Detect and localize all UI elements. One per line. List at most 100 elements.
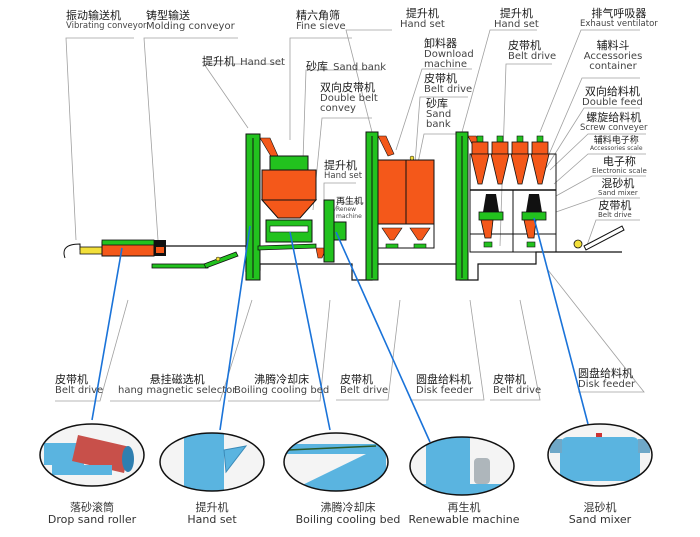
- label-mid-belt-drive-3: 皮带机 Belt drive: [493, 373, 542, 396]
- caption-drop-sand-roller: 落砂滚筒 Drop sand roller: [47, 501, 137, 527]
- leader-low-disk-2: [547, 269, 645, 393]
- elevator-1: [245, 133, 279, 281]
- hopper-cone: [530, 153, 550, 185]
- caption-cooling-bed: 沸腾冷却床 Boiling cooling bed: [295, 501, 401, 527]
- sand-bank-box: [261, 169, 317, 201]
- sand-mixer-icon: [547, 423, 653, 487]
- cooling-bed-panel: [269, 225, 309, 233]
- hopper-cone: [510, 153, 530, 185]
- ventilator-cap: [536, 135, 544, 143]
- caption-hand-set: 提升机 Hand set: [187, 501, 237, 527]
- drum-roller-icon: [39, 423, 145, 487]
- label-handset-1: 提升机 Hand set: [202, 55, 285, 68]
- disk-feeder-left: [385, 243, 399, 249]
- label-mid-disk-feeder: 圆盘给料机 Disk feeder: [416, 373, 474, 396]
- photo-links: [91, 217, 589, 443]
- label-sand-bank-2: 砂库 Sand bank: [426, 97, 452, 131]
- sand-bank-silo: [377, 155, 435, 249]
- link-handset: [219, 225, 251, 431]
- accessory-hopper: [490, 135, 510, 185]
- leader-accessories-container: [543, 77, 640, 167]
- leader-elec-scale: [555, 175, 646, 197]
- caption-sand-mixer: 混砂机 Sand mixer: [568, 501, 632, 527]
- roller-drum: [72, 435, 130, 473]
- bed-top: [286, 444, 386, 454]
- roller-mouth: [122, 446, 134, 472]
- elevator-3-chute: [377, 135, 395, 157]
- disk-feeder-right: [413, 243, 427, 249]
- scale-body: [483, 194, 499, 212]
- elevator-chute: [223, 445, 248, 474]
- leader-vibrating-conveyor: [65, 37, 134, 241]
- ventilator-cap: [476, 135, 484, 143]
- accessory-hopper: [470, 135, 490, 185]
- elevator-icon: [159, 432, 265, 492]
- label-accessories-scale: 辅料电子称 Accessories scale: [590, 136, 643, 153]
- molding-conveyor: [151, 251, 239, 269]
- elevator-2-column: [323, 199, 335, 263]
- label-sand-bank: 砂库 Sand bank: [306, 60, 387, 73]
- label-handset-3: 提升机 Hand set: [494, 7, 539, 30]
- label-accessories-container: 辅料斗 Accessories container: [583, 39, 643, 73]
- leader-screw: [549, 133, 646, 171]
- leader-fine-sieve: [289, 37, 352, 140]
- renew-machine: [333, 221, 347, 241]
- label-mid-belt-drive: 皮带机 Belt drive: [55, 373, 104, 396]
- renew-motor: [474, 458, 490, 484]
- label-exhaust: 排气呼吸器 Exhaust ventilator: [580, 7, 658, 29]
- label-mid-disk-feeder-2: 圆盘给料机 Disk feeder: [578, 367, 636, 390]
- label-handset-4: 提升机 Hand set: [324, 159, 363, 181]
- bed-body: [288, 454, 386, 491]
- leader-low-magnetic: [110, 299, 253, 402]
- leader-sand-mixer: [555, 197, 640, 213]
- double-belt: [257, 243, 317, 251]
- belt-incline: [203, 251, 239, 269]
- leader-low-belt-drive: [55, 299, 129, 402]
- hopper-cone: [470, 153, 490, 185]
- hopper-body: [471, 141, 489, 155]
- leader-low-belt-2: [336, 299, 401, 401]
- elevator-1-chute: [259, 137, 279, 159]
- ventilator-cap: [516, 135, 524, 143]
- link-renewable: [335, 231, 431, 443]
- belt-low: [151, 263, 209, 269]
- label-molding-conveyor: 铸型输送 Molding conveyor: [146, 9, 235, 32]
- ventilator-cap: [496, 135, 504, 143]
- label-double-feed: 双向给料机 Double feed: [582, 85, 643, 108]
- sieve-and-bank: [257, 155, 327, 259]
- label-mid-belt-drive-2: 皮带机 Belt drive: [340, 373, 389, 396]
- leader-sand-bank: [301, 69, 382, 191]
- sand-mixers: [478, 194, 547, 248]
- silo-cone-right: [409, 227, 431, 241]
- drum-top: [101, 239, 155, 246]
- output-roller: [573, 239, 583, 249]
- photo-frame: [39, 423, 145, 487]
- renewal-machine-icon: [409, 436, 515, 496]
- silo-left: [377, 159, 407, 225]
- label-handset-2: 提升机 Hand set: [400, 7, 445, 30]
- label-fine-sieve: 精六角筛 Fine sieve: [296, 9, 346, 32]
- label-renew-machine: 再生机 Renew machine: [336, 197, 364, 220]
- output-belt: [573, 225, 625, 251]
- leader-low-disk: [410, 299, 485, 401]
- leader-lines: [55, 29, 646, 402]
- label-download-machine: 卸料器 Download machine: [424, 37, 474, 71]
- leader-belt-drive-right: [585, 219, 640, 249]
- elevator-3: [365, 131, 395, 281]
- photo-frame: [283, 432, 389, 492]
- photo-frame: [547, 423, 653, 487]
- label-screw-conveyer: 螺旋给料机 Screw conveyer: [580, 111, 648, 133]
- equipment-photos: [39, 423, 653, 496]
- leader-download: [395, 68, 472, 151]
- chute-hook: [63, 243, 81, 259]
- leader-handset-1: [203, 63, 282, 129]
- hopper-cone: [490, 153, 510, 185]
- mixer-discharge: [480, 219, 494, 239]
- label-vibrating-conveyor: 振动输送机 Vibrating conveyor: [66, 9, 147, 31]
- mixer-belt: [483, 241, 493, 248]
- leader-molding-conveyor: [143, 37, 238, 241]
- drum-end-inner: [156, 247, 164, 253]
- leader-acc-scale: [553, 153, 646, 185]
- mixer-drum: [560, 437, 640, 481]
- unloader-wheel: [409, 155, 415, 161]
